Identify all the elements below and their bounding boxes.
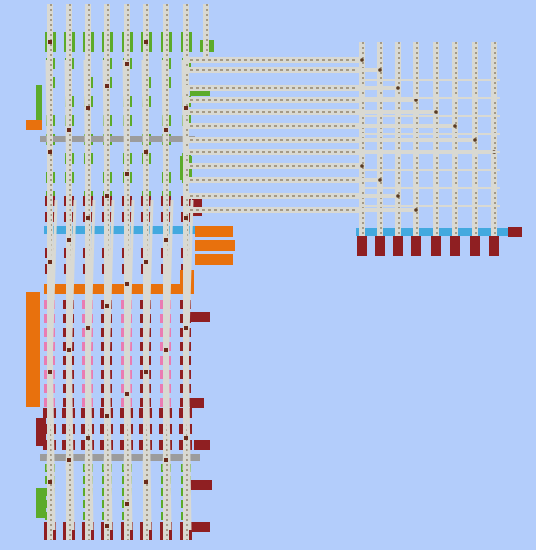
wire-marker: [48, 260, 52, 264]
wire-marker: [105, 304, 109, 308]
wire-marker: [184, 216, 188, 220]
red-block: [411, 236, 421, 256]
wire-marker: [67, 348, 71, 352]
wire-marker: [144, 150, 148, 154]
junction-dot: [414, 98, 418, 102]
red-block: [375, 236, 385, 256]
diagonal-wire: [142, 199, 154, 471]
red-block: [36, 418, 46, 446]
diagonal-wire: [64, 59, 75, 531]
grey-band: [40, 136, 195, 142]
red-block: [190, 480, 212, 490]
wire-marker: [125, 282, 129, 286]
wires-layer: [45, 4, 500, 540]
wire-marker: [86, 106, 90, 110]
wire-marker: [67, 458, 71, 462]
red-block: [357, 236, 367, 256]
wire-marker: [48, 40, 52, 44]
green-block: [36, 488, 46, 518]
red-block: [489, 236, 499, 256]
colored-blocks-layer: [26, 32, 522, 540]
orange-block: [195, 254, 233, 265]
green-block: [190, 88, 210, 96]
junction-dot: [473, 138, 477, 142]
junction-dot: [396, 86, 400, 90]
wire-marker: [184, 106, 188, 110]
wire-marker: [48, 150, 52, 154]
wire-marker: [184, 436, 188, 440]
diagonal-wire: [103, 199, 115, 471]
junction-dot: [360, 164, 364, 168]
wire-marker: [144, 40, 148, 44]
red-block: [194, 440, 210, 450]
wire-marker: [144, 260, 148, 264]
junction-dot: [378, 178, 382, 182]
green-block: [36, 85, 42, 130]
wire-marker: [67, 238, 71, 242]
diagonal-wire: [141, 59, 152, 531]
red-block: [393, 236, 403, 256]
overlay-blocks-layer: [48, 40, 188, 528]
diagonal-wire: [162, 199, 174, 471]
orange-block: [26, 292, 40, 407]
diagonal-wire: [65, 199, 77, 471]
orange-block: [26, 120, 42, 130]
grey-band: [40, 454, 200, 461]
diagonal-wire: [83, 59, 94, 531]
orange-block: [195, 226, 233, 237]
orange-block: [195, 240, 235, 251]
diagonal-wire: [45, 59, 56, 531]
orange-band: [44, 284, 194, 294]
wire-marker: [86, 216, 90, 220]
wire-marker: [105, 84, 109, 88]
red-block: [431, 236, 441, 256]
red-block: [190, 312, 210, 322]
wire-marker: [105, 414, 109, 418]
junction-dot: [360, 58, 364, 62]
wire-marker: [125, 172, 129, 176]
red-block: [190, 398, 204, 408]
wire-marker: [125, 392, 129, 396]
wire-marker: [48, 370, 52, 374]
diagonal-wire: [182, 199, 194, 471]
wire-marker: [105, 524, 109, 528]
diagonal-wire: [123, 199, 135, 471]
diagonal-wire: [102, 59, 113, 531]
diagonal-wire: [46, 199, 58, 471]
wire-marker: [184, 326, 188, 330]
wire-marker: [144, 480, 148, 484]
wire-marker: [164, 238, 168, 242]
junction-dot: [378, 68, 382, 72]
wire-marker: [48, 480, 52, 484]
wire-marker: [144, 370, 148, 374]
red-block: [470, 236, 480, 256]
diagonal-wire: [161, 59, 172, 531]
junction-dot: [414, 208, 418, 212]
red-block: [450, 236, 460, 256]
diagonal-wire: [84, 199, 96, 471]
red-block: [190, 522, 210, 532]
wire-marker: [125, 62, 129, 66]
wire-marker: [86, 436, 90, 440]
wire-marker: [105, 194, 109, 198]
junction-dot: [434, 110, 438, 114]
diagonal-wire: [181, 59, 192, 531]
wire-marker: [125, 502, 129, 506]
wire-marker: [164, 458, 168, 462]
wire-marker: [67, 128, 71, 132]
diagonal-wire: [122, 59, 133, 531]
wire-marker: [86, 326, 90, 330]
red-block: [508, 227, 522, 237]
wire-marker: [164, 348, 168, 352]
junction-dot: [453, 124, 457, 128]
junction-dot: [396, 194, 400, 198]
wire-marker: [164, 128, 168, 132]
